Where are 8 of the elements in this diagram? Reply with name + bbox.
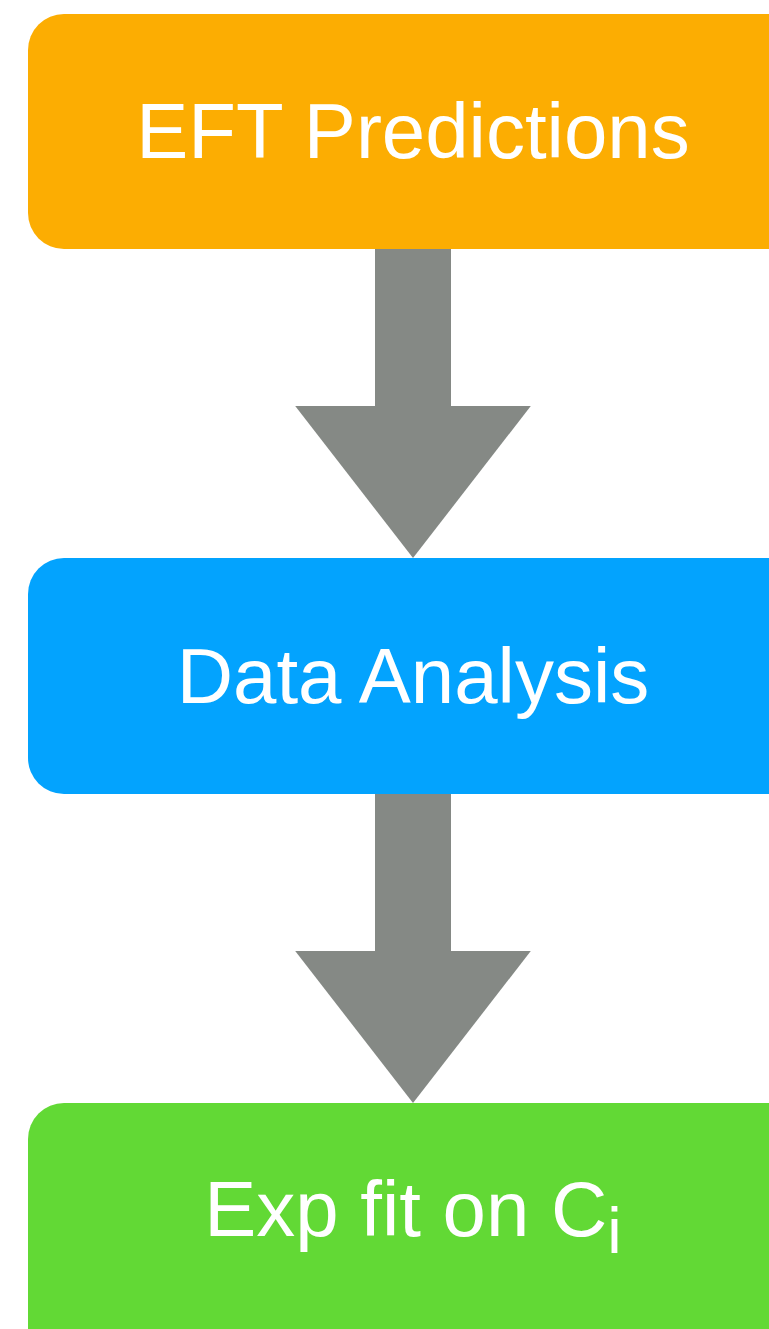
box-label: Data Analysis — [176, 630, 650, 722]
process-box — [28, 14, 769, 249]
process-box — [28, 1103, 769, 1329]
process-box — [28, 558, 769, 794]
box-label: Exp fit on C$_{i}$ — [204, 1164, 622, 1268]
box-label: EFT Predictions — [136, 86, 690, 177]
block-arrow — [295, 249, 531, 558]
block-arrow — [295, 794, 531, 1103]
